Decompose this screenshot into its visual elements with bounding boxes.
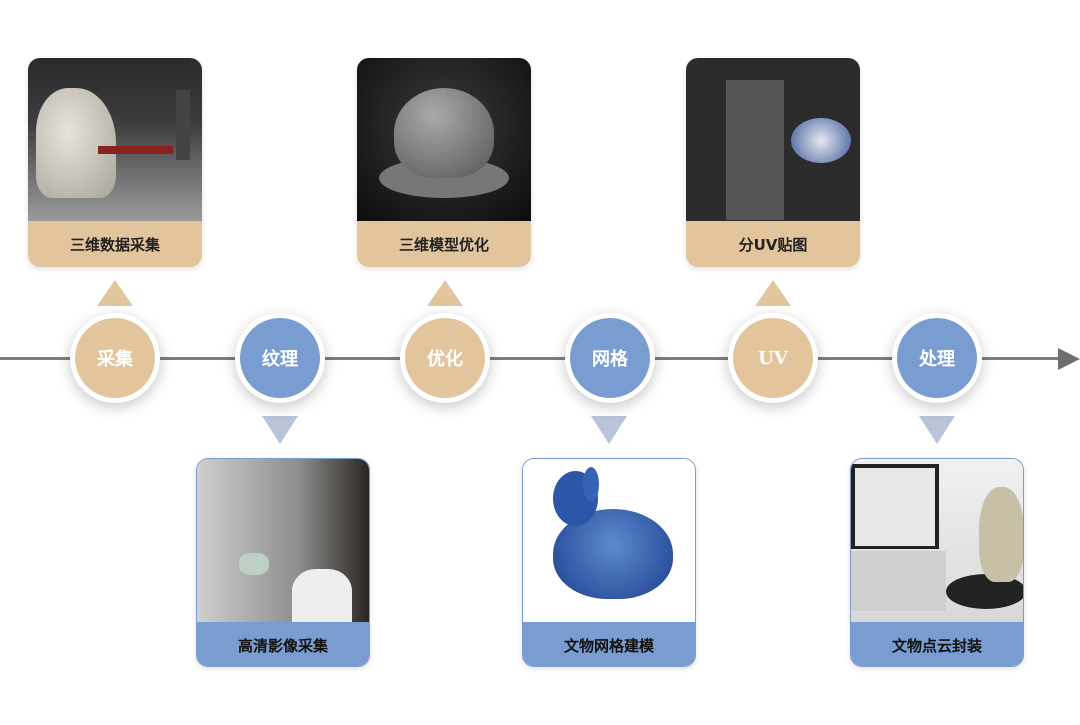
card-label: 三维数据采集 [28,221,202,267]
node-texture: 纹理 [235,313,325,403]
photo-laptop-scanning [851,459,1023,622]
triangle-up-icon [97,280,133,306]
triangle-down-icon [262,416,298,444]
render-censer-model [357,58,531,221]
timeline-arrow-icon [1058,348,1080,370]
triangle-down-icon [591,416,627,444]
node-label: 纹理 [240,318,320,398]
card-3d-capture: 三维数据采集 [28,58,202,267]
node-label: 优化 [405,318,485,398]
card-point-cloud: 文物点云封装 [850,458,1024,667]
card-label: 高清影像采集 [197,622,369,666]
node-label: UV [733,318,813,398]
node-mesh: 网格 [565,313,655,403]
card-label: 文物点云封装 [851,622,1023,666]
node-optimize: 优化 [400,313,490,403]
node-process: 处理 [892,313,982,403]
card-model-optimize: 三维模型优化 [357,58,531,267]
node-label: 网格 [570,318,650,398]
card-label: 文物网格建模 [523,622,695,666]
node-capture: 采集 [70,313,160,403]
card-label: 分UV贴图 [686,221,860,267]
triangle-up-icon [427,280,463,306]
node-label: 处理 [897,318,977,398]
card-label: 三维模型优化 [357,221,531,267]
card-hd-imaging: 高清影像采集 [196,458,370,667]
triangle-down-icon [919,416,955,444]
timeline-axis [0,357,1062,360]
triangle-up-icon [755,280,791,306]
photo-3d-scanning [28,58,202,221]
screenshot-material-editor [686,58,860,221]
render-bunny-mesh [523,459,695,622]
card-mesh-model: 文物网格建模 [522,458,696,667]
node-uv: UV [728,313,818,403]
node-label: 采集 [75,318,155,398]
card-uv-map: 分UV贴图 [686,58,860,267]
photo-studio-shooting [197,459,369,622]
